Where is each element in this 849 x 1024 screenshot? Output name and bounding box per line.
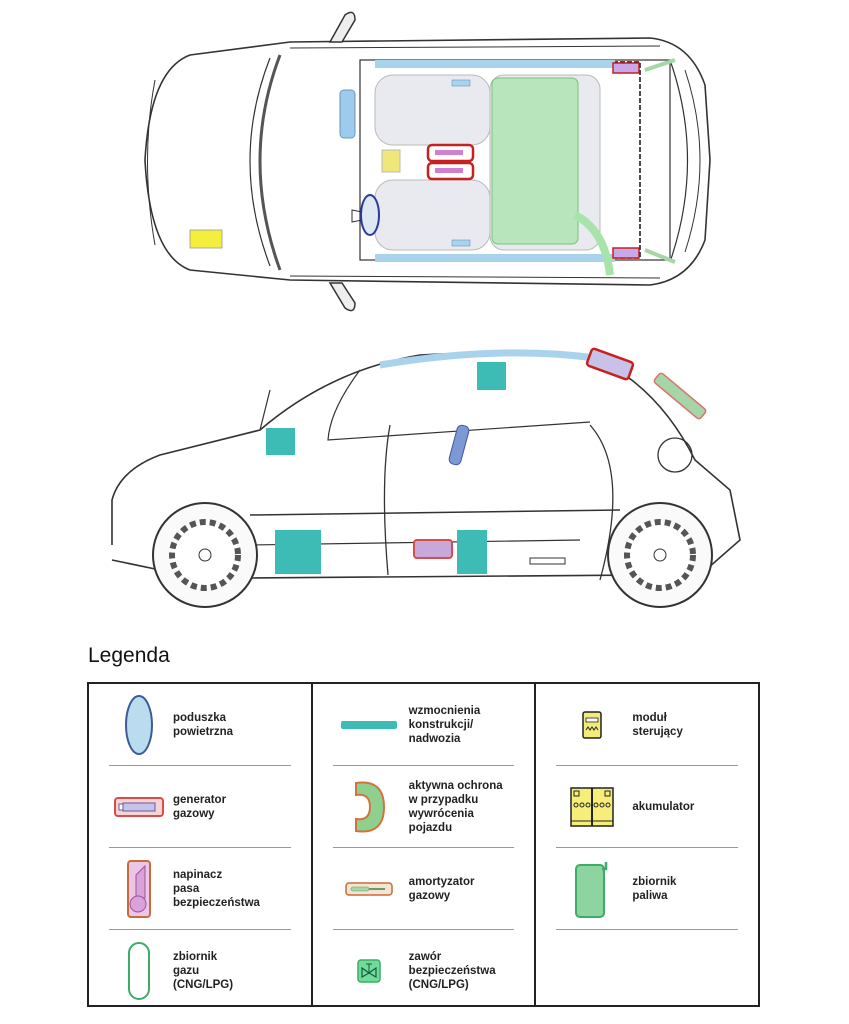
battery-top	[189, 229, 223, 249]
door-line	[383, 424, 391, 576]
gas-generator-rear-bottom	[612, 247, 640, 259]
legend-item-airbag: poduszka powietrzna	[109, 684, 291, 766]
mirror-top	[328, 11, 356, 43]
front-sill-reinforcement	[275, 530, 321, 574]
a-pillar-reinforcement	[266, 428, 295, 455]
roof-reinforcement-side	[379, 349, 596, 369]
legend-column-1: poduszka powietrzna generator gazowy nap…	[89, 684, 311, 1005]
legend-item-fuel-tank: zbiornik paliwa	[556, 848, 739, 930]
control-module-icon	[556, 710, 628, 739]
control-module-top	[381, 149, 401, 173]
legend-box: poduszka powietrzna generator gazowy nap…	[87, 682, 760, 1007]
legend-label: amortyzator gazowy	[408, 875, 475, 902]
mirror-bottom	[328, 282, 356, 312]
legend-label: akumulator	[632, 800, 695, 813]
rollover-protection-icon	[333, 777, 405, 837]
legend-column-2: wzmocnienia konstrukcji/ nadwozia aktywn…	[310, 684, 535, 1005]
roof-rail-reinforcement-top	[375, 60, 615, 68]
legend-item-gas-generator: generator gazowy	[109, 766, 291, 848]
b-pillar-reinforcement	[477, 362, 506, 390]
gas-generator-roof-rear	[585, 347, 635, 381]
legend-label: aktywna ochrona w przypadku wywrócenia p…	[408, 779, 503, 834]
legend-title: Legenda	[88, 644, 170, 667]
legend-label: poduszka powietrzna	[173, 711, 234, 738]
windshield	[258, 54, 282, 271]
gas-strut-tailgate	[653, 372, 707, 420]
seatbelt-pretensioner-side	[448, 424, 470, 466]
legend-item-battery: akumulator	[556, 766, 739, 848]
legend-label: zawór bezpieczeństwa (CNG/LPG)	[408, 950, 496, 991]
legend-item-reinforcement: wzmocnienia konstrukcji/ nadwozia	[332, 684, 515, 766]
fuel-tank-top	[491, 77, 579, 245]
reinforcement-icon	[333, 719, 405, 731]
legend-label: generator gazowy	[173, 793, 227, 820]
gas-strut-bottom	[644, 248, 676, 264]
gas-generator-icon	[109, 796, 169, 817]
front-seat-bottom	[374, 179, 491, 251]
car-top-view	[144, 11, 711, 312]
legend-label: zbiornik gazu (CNG/LPG)	[173, 950, 234, 991]
legend-item-safety-valve: zawór bezpieczeństwa (CNG/LPG)	[333, 930, 515, 1011]
legend-item-seatbelt-pretensioner: napinacz pasa bezpieczeństwa	[109, 848, 291, 930]
airbag-icon	[109, 694, 169, 756]
fuel-tank-icon	[556, 859, 628, 919]
legend-item-empty	[556, 930, 738, 1011]
steering-airbag	[360, 194, 380, 236]
gas-tank-icon	[109, 941, 169, 1001]
rear-wheel	[607, 502, 713, 608]
fuel-cap	[657, 437, 693, 473]
legend-column-3: moduł sterujący akumulator zbiornik pali…	[534, 684, 758, 1005]
legend-label: moduł sterujący	[632, 711, 683, 738]
airbag-dash	[339, 89, 356, 139]
seatbelt-pretensioner-icon	[109, 859, 169, 918]
gas-generator-sill	[413, 539, 453, 559]
gas-generator-rear-top	[612, 62, 640, 74]
car-side-view	[111, 347, 741, 608]
battery-icon	[556, 786, 628, 827]
car-body-outline-top	[144, 37, 711, 286]
safety-valve-icon	[333, 958, 405, 983]
roof-rail-reinforcement-bottom	[375, 254, 615, 262]
b-pillar-sill-reinforcement	[457, 530, 487, 574]
gas-strut-top	[644, 58, 676, 72]
legend-item-control-module: moduł sterujący	[556, 684, 739, 766]
legend-item-gas-strut: amortyzator gazowy	[332, 848, 515, 930]
legend-item-gas-tank: zbiornik gazu (CNG/LPG)	[109, 930, 291, 1011]
gas-strut-icon	[333, 881, 405, 896]
legend-label: wzmocnienia konstrukcji/ nadwozia	[408, 704, 481, 745]
front-wheel	[152, 502, 258, 608]
legend-label: napinacz pasa bezpieczeństwa	[173, 868, 260, 909]
legend-label: zbiornik paliwa	[632, 875, 677, 902]
front-seat-top	[374, 74, 491, 146]
legend-item-rollover-protection: aktywna ochrona w przypadku wywrócenia p…	[332, 766, 515, 848]
